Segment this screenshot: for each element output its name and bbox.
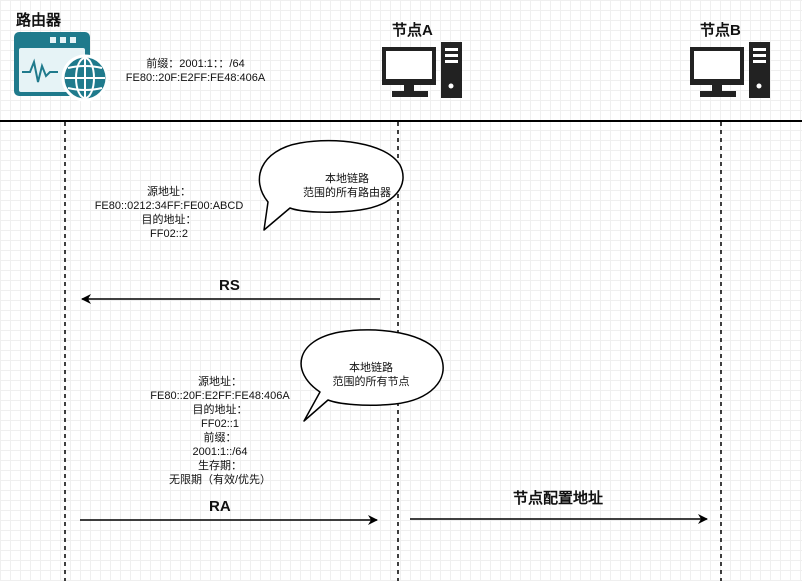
router-title: 路由器 (16, 12, 62, 29)
rs-bubble-line1: 本地链路 (325, 173, 369, 185)
ra-bubble-text: 本地链路 范围的所有节点 (316, 361, 426, 389)
ra-prefix-value: 2001:1::/64 (192, 446, 248, 458)
config-arrow-label: 节点配置地址 (513, 490, 604, 507)
rs-arrow-label: RS (219, 277, 240, 294)
speech-bubble-ra (300, 329, 444, 422)
ra-arrow-label: RA (209, 498, 231, 515)
router-link-local: FE80::20F:E2FF:FE48:406A (125, 72, 266, 84)
computer-icon-node-a (382, 42, 462, 98)
ra-prefix-label: 前缀： (203, 432, 237, 444)
speech-bubble-rs (258, 139, 404, 231)
router-info: 前缀：2001:1：：/64 FE80::20F:E2FF:FE48:406A (118, 57, 273, 85)
ra-lifetime-label: 生存期： (198, 460, 242, 472)
ra-message-details: 源地址： FE80::20F:E2FF:FE48:406A 目的地址： FF02… (140, 375, 300, 487)
ra-src-value: FE80::20F:E2FF:FE48:406A (150, 390, 290, 402)
rs-src-value: FE80::0212:34FF:FE00:ABCD (94, 200, 244, 212)
ra-lifetime-value: 无限期（有效/优先） (168, 474, 272, 486)
rs-message-details: 源地址： FE80::0212:34FF:FE00:ABCD 目的地址： FF0… (84, 185, 254, 241)
node-b-title: 节点B (700, 22, 741, 39)
ra-dst-value: FF02::1 (201, 418, 239, 430)
ra-dst-label: 目的地址： (192, 404, 248, 416)
rs-bubble-text: 本地链路 范围的所有路由器 (292, 172, 402, 200)
rs-dst-label: 目的地址： (141, 214, 197, 226)
computer-icon-node-b (690, 42, 770, 98)
ra-bubble-line1: 本地链路 (349, 362, 393, 374)
ra-bubble-line2: 范围的所有节点 (332, 376, 410, 388)
rs-bubble-line2: 范围的所有路由器 (303, 187, 391, 199)
router-prefix: 前缀：2001:1：：/64 (146, 58, 245, 70)
rs-dst-value: FF02::2 (150, 228, 188, 240)
router-icon (14, 32, 109, 102)
rs-src-label: 源地址： (147, 186, 191, 198)
ra-src-label: 源地址： (198, 376, 242, 388)
node-a-title: 节点A (392, 22, 433, 39)
